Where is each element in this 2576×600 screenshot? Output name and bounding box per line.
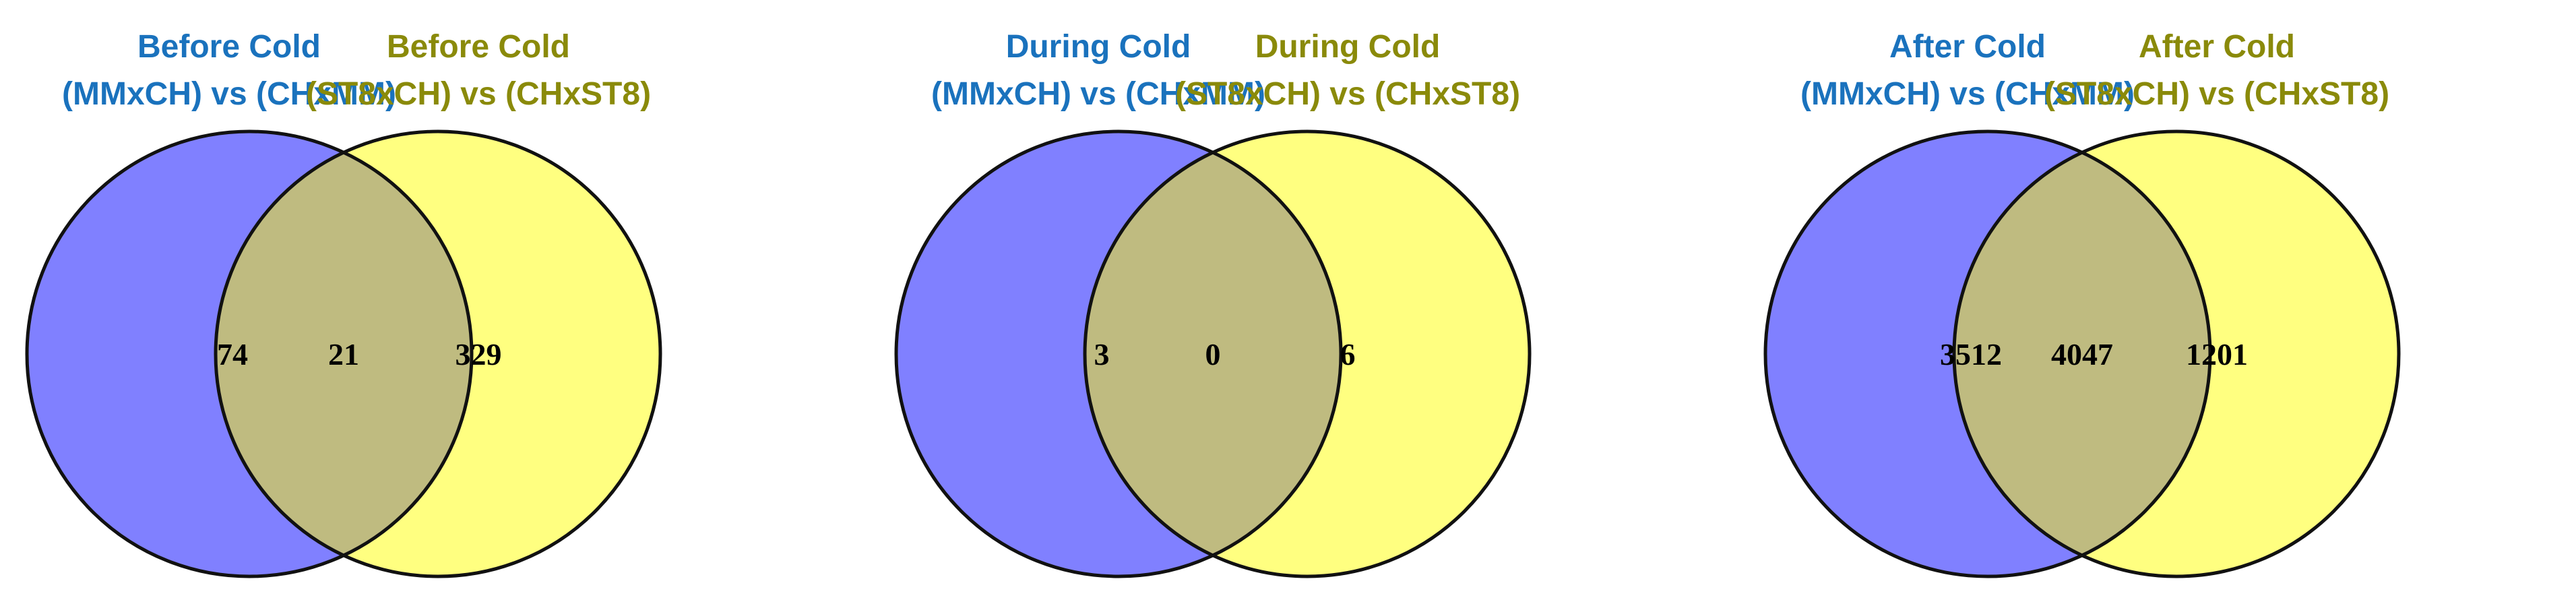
- right-set-title-line-2: (ST8xCH) vs (CHxST8): [306, 76, 651, 112]
- overlap-count: 21: [328, 337, 359, 371]
- right-set-title-line-2: (ST8xCH) vs (CHxST8): [1175, 76, 1520, 112]
- left-set-outline: [1763, 129, 2212, 578]
- right-only-count: 6: [1340, 337, 1356, 371]
- right-only-count: 329: [455, 337, 502, 371]
- right-set-title-line-1: After Cold: [2139, 29, 2295, 65]
- left-only-count: 3: [1094, 337, 1110, 371]
- overlap-region: [216, 131, 472, 576]
- left-set-title-line-1: After Cold: [1889, 29, 2046, 65]
- venn-diagram-1: Before Cold (MMxCH) vs (CHxMM) Before Cold…: [25, 29, 662, 578]
- right-only-count: 1201: [2186, 337, 2248, 371]
- left-set-title-line-2: (MMxCH) vs (CHxMM): [1800, 76, 2135, 112]
- venn-diagram-3: After Cold(MMxCH) vs (CHxMM)After Cold(S…: [1763, 29, 2401, 578]
- left-set-outline: [894, 129, 1343, 578]
- overlap-count: 0: [1205, 337, 1221, 371]
- left-set-title-line-2: (MMxCH) vs (CHxMM): [931, 76, 1265, 112]
- right-set-outline: [1083, 129, 1532, 578]
- right-set-title-line-2: (ST8xCH) vs (CHxST8): [2044, 76, 2389, 112]
- left-set-title-line-1: Before Cold: [137, 29, 321, 65]
- left-set-title-line-2: (MMxCH) vs (CHxMM): [62, 76, 396, 112]
- overlap-region: [1085, 131, 1341, 576]
- left-only-count: 3512: [1940, 337, 2002, 371]
- venn-diagram-2: During Cold (MMxCH) vs (CHxMM) During Cold…: [894, 29, 1532, 578]
- overlap-count: 4047: [2051, 337, 2113, 371]
- left-set-title-line-1: During Cold: [1006, 29, 1191, 65]
- overlap-region: [1954, 131, 2210, 576]
- right-set-outline: [214, 129, 662, 578]
- right-set-title-line-1: During Cold: [1255, 29, 1441, 65]
- right-set-title-line-1: Before Cold: [387, 29, 570, 65]
- left-set-outline: [25, 129, 474, 578]
- left-only-count: 74: [217, 337, 248, 371]
- right-set-outline: [1952, 129, 2401, 578]
